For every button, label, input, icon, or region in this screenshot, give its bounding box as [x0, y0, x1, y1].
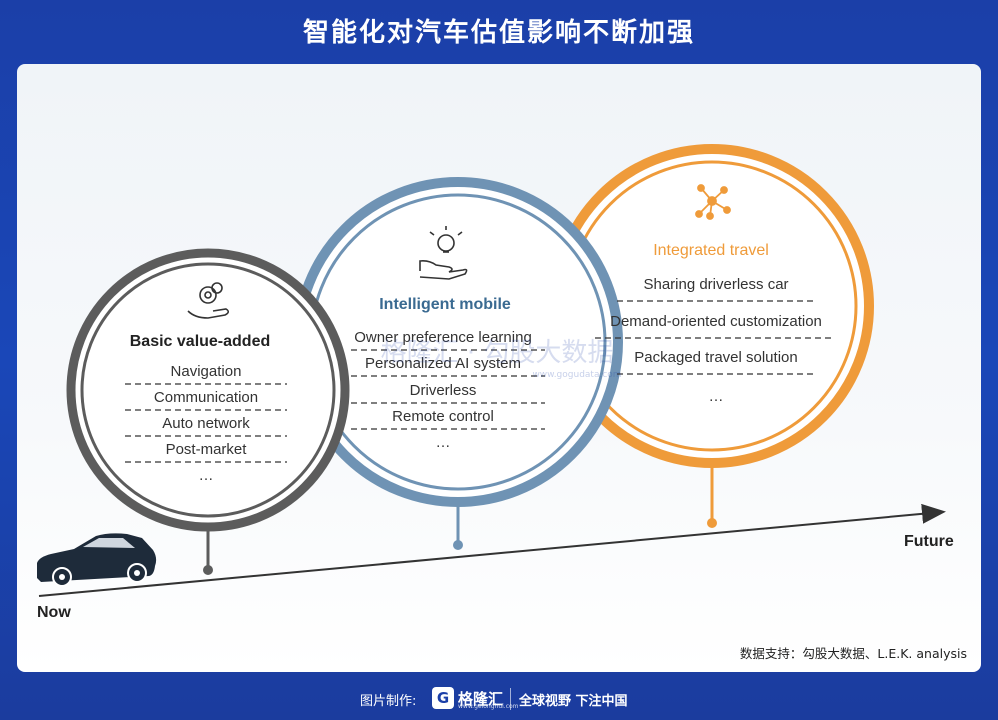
diagram-card: Basic value-added Intelligent mobile Int…	[17, 64, 981, 672]
stage-title-intelligent: Intelligent mobile	[379, 296, 511, 313]
watermark: 格隆汇 · 勾股大数据	[381, 338, 614, 368]
brand-url: www.gelonghui.com	[458, 703, 519, 710]
list-item: Demand-oriented customization	[610, 313, 822, 330]
car-icon	[37, 533, 157, 587]
brand-logo-icon: G	[432, 687, 454, 709]
list-item: Owner preference learning	[354, 329, 532, 346]
list-item: …	[199, 467, 214, 484]
ring-basic	[66, 248, 350, 532]
list-item: Remote control	[392, 408, 494, 425]
list-item: Auto network	[162, 415, 250, 432]
watermark-url: www.gogudata.com	[532, 370, 621, 380]
page-title: 智能化对汽车估值影响不断加强	[302, 18, 695, 48]
pin-integrated	[707, 518, 717, 528]
pin-basic	[203, 565, 213, 575]
brand-name: 格隆汇	[458, 690, 504, 708]
evolution-diagram: Basic value-added Intelligent mobile Int…	[37, 144, 954, 621]
footer-divider	[510, 688, 511, 710]
list-item: …	[709, 388, 724, 405]
dividers-integrated	[595, 300, 835, 375]
lightbulb-hand-icon	[419, 226, 468, 280]
list-item: Post-market	[166, 441, 248, 458]
list-item: Communication	[154, 389, 258, 406]
slogan: 全球视野 下注中国	[519, 694, 628, 709]
dividers-intelligent	[351, 349, 545, 430]
axis-end-label: Future	[904, 533, 954, 550]
footer: 图片制作: G 格隆汇 www.gelonghui.com 全球视野 下注中国	[0, 686, 998, 712]
list-item: Driverless	[410, 382, 477, 399]
list-item: Personalized AI system	[365, 355, 521, 372]
stage-title-basic: Basic value-added	[130, 333, 271, 350]
list-item: Sharing driverless car	[643, 276, 788, 293]
network-nodes-icon	[695, 184, 731, 220]
list-item: Packaged travel solution	[634, 349, 797, 366]
list-item: Navigation	[171, 363, 242, 380]
timeline-arrow	[38, 503, 946, 597]
axis-start-label: Now	[37, 604, 71, 621]
made-by-label: 图片制作:	[360, 694, 417, 709]
source-note: 数据支持：勾股大数据、L.E.K. analysis	[739, 646, 967, 661]
pin-intelligent	[453, 540, 463, 550]
stage-title-integrated: Integrated travel	[653, 242, 769, 259]
list-item: …	[436, 434, 451, 451]
dividers-basic	[125, 383, 287, 463]
gears-hand-icon	[187, 282, 230, 319]
